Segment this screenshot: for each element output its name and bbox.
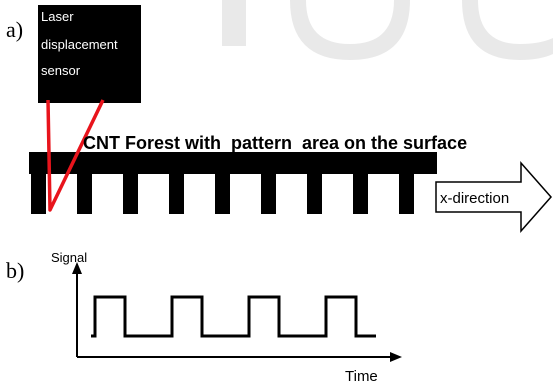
forest-caption: CNT Forest with pattern area on the surf… — [83, 133, 467, 153]
panel-b-label: b) — [6, 258, 24, 283]
laser-sensor-box — [38, 5, 141, 103]
watermark — [222, 0, 553, 60]
x-axis-label: Time — [345, 368, 378, 385]
cnt-forest — [29, 152, 437, 214]
cnt-pillar — [215, 172, 230, 214]
cnt-pillar — [77, 172, 92, 214]
sensor-label-line-2: displacement — [41, 37, 118, 52]
y-axis-label: Signal — [51, 250, 87, 265]
cnt-pillar — [399, 172, 414, 214]
x-direction-label: x-direction — [440, 190, 509, 207]
cnt-pillar — [123, 172, 138, 214]
cnt-pillar — [261, 172, 276, 214]
signal-axes — [72, 262, 402, 362]
laser-beam — [46, 99, 105, 212]
y-axis-arrowhead — [72, 262, 82, 274]
cnt-pillar — [353, 172, 368, 214]
x-direction-arrow — [435, 161, 553, 233]
cnt-forest-top-bar — [29, 152, 437, 174]
x-axis-arrowhead — [390, 352, 402, 362]
cnt-pillar — [169, 172, 184, 214]
sensor-label-line-1: Laser — [41, 9, 74, 24]
signal-square-wave — [91, 295, 376, 338]
sensor-label-line-3: sensor — [41, 63, 81, 78]
cnt-pillar — [307, 172, 322, 214]
cnt-pillar — [31, 172, 46, 214]
panel-a-label: a) — [6, 17, 23, 42]
